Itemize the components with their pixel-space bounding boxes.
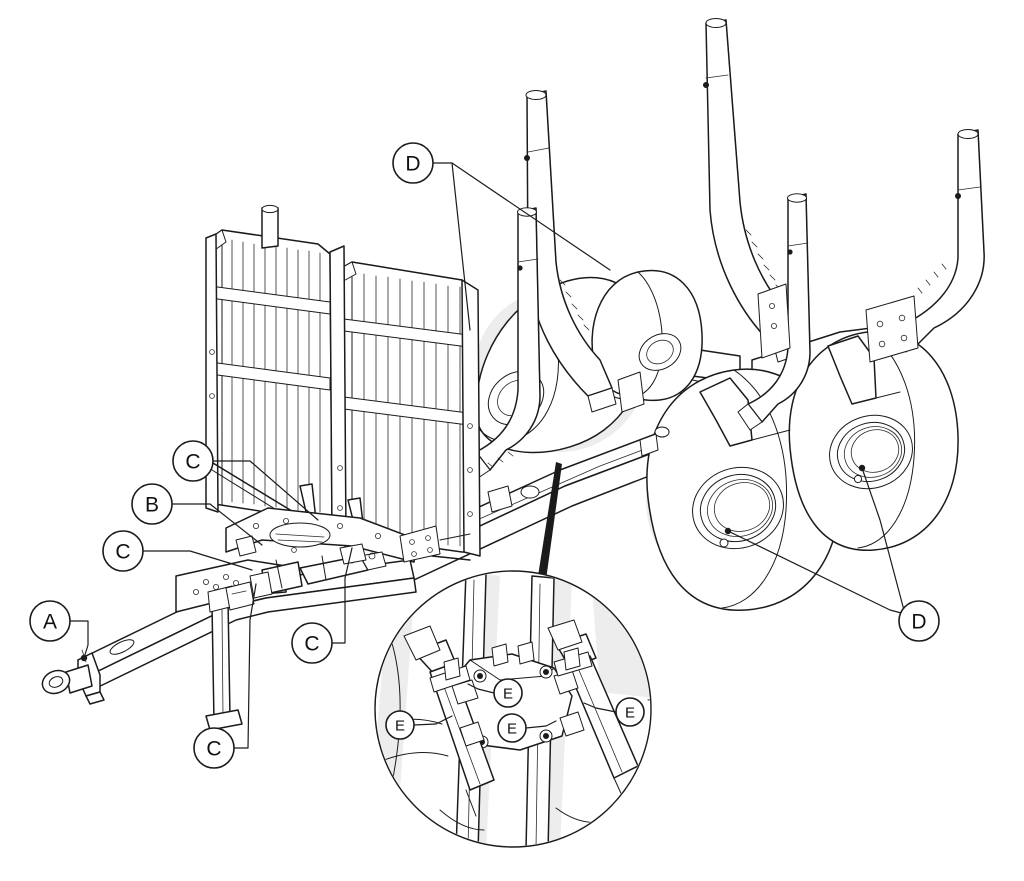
tire-rear-inner — [788, 330, 959, 551]
callout-A[interactable]: A — [29, 600, 71, 642]
headboard-grid — [205, 204, 481, 561]
stanchion-brackets — [617, 283, 919, 413]
callout-E-center-top-label: E — [503, 686, 513, 703]
callout-C-right[interactable]: C — [291, 622, 333, 664]
parking-support-leg — [205, 585, 243, 731]
callout-C-right-label: C — [304, 633, 319, 656]
drawbar-pivot-detail-view — [374, 570, 652, 848]
callout-D-upper[interactable]: D — [392, 142, 434, 184]
callout-D-lower[interactable]: D — [898, 600, 940, 642]
callout-E-left-label: E — [395, 718, 405, 735]
callout-B-label: B — [145, 494, 159, 517]
callout-D-upper-label: D — [405, 153, 420, 176]
drawbar-beam — [77, 559, 417, 693]
tire-front-right — [591, 269, 703, 402]
turntable-plate — [225, 507, 419, 563]
bogie-assembly — [699, 335, 901, 447]
detail-view-connector — [538, 462, 562, 580]
frame-to-headboard-link — [399, 525, 471, 563]
callout-E-center-top[interactable]: E — [493, 678, 523, 708]
hitch-eye — [41, 649, 105, 705]
stanchion-mid — [737, 193, 811, 431]
callout-A-label: A — [43, 611, 57, 634]
callout-C-upper[interactable]: C — [172, 440, 214, 482]
callout-C-bottom[interactable]: C — [193, 727, 235, 769]
frame-fittings — [487, 426, 670, 513]
callout-E-center-bottom[interactable]: E — [497, 713, 527, 743]
callout-C-left[interactable]: C — [102, 530, 144, 572]
callout-D-lower-label: D — [911, 611, 926, 634]
callout-C-upper-label: C — [185, 451, 200, 474]
callout-E-left[interactable]: E — [385, 710, 415, 740]
callout-C-left-label: C — [115, 541, 130, 564]
drawbar-hydraulic-cylinder — [225, 543, 387, 611]
callout-B[interactable]: B — [131, 483, 173, 525]
callout-E-right-label: E — [625, 705, 635, 722]
callout-C-bottom-label: C — [206, 738, 221, 761]
leader-lines — [69, 162, 906, 749]
callout-E-center-bottom-label: E — [507, 721, 517, 738]
callout-E-right[interactable]: E — [615, 697, 645, 727]
